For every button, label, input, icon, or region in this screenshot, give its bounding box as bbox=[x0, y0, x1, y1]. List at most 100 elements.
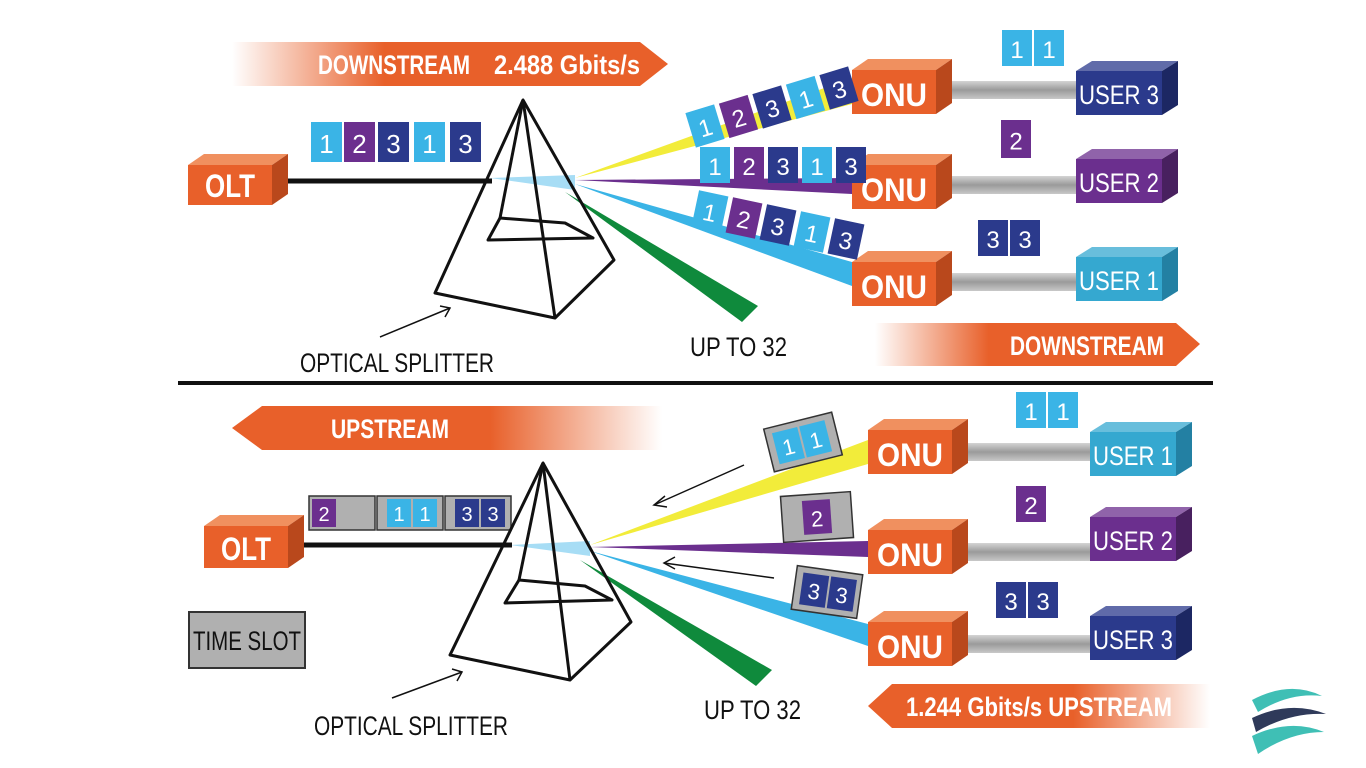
onu-label: ONU bbox=[861, 77, 927, 113]
packet-label: 3 bbox=[1036, 589, 1049, 616]
onu-label: ONU bbox=[877, 437, 943, 473]
packet-label: 2 bbox=[1009, 129, 1022, 156]
packet-label: 3 bbox=[776, 154, 789, 181]
packet: 1 bbox=[413, 499, 437, 527]
packet-label: 2 bbox=[1024, 493, 1037, 520]
packet-label: 3 bbox=[768, 213, 787, 242]
time-slot: 2 bbox=[308, 495, 376, 531]
packet-label: 1 bbox=[319, 129, 333, 159]
packet-label: 3 bbox=[1004, 589, 1017, 616]
packet: 1 bbox=[685, 104, 725, 148]
user-label: USER 2 bbox=[1079, 168, 1159, 198]
olt-top: OLT bbox=[188, 154, 288, 205]
packet: 3 bbox=[1028, 582, 1058, 618]
packet: 1 bbox=[311, 122, 342, 162]
onu-box: ONU bbox=[852, 251, 952, 306]
user-label: USER 1 bbox=[1093, 441, 1173, 471]
user-label: USER 1 bbox=[1079, 266, 1159, 296]
packet: 3 bbox=[836, 147, 866, 183]
user-box: USER 1 bbox=[1076, 247, 1178, 301]
splitter-label: OPTICAL SPLITTER bbox=[300, 348, 494, 378]
upstream-rate-label: 1.244 Gbits/s UPSTREAM bbox=[906, 692, 1172, 722]
user-box: USER 3 bbox=[1090, 606, 1192, 660]
packet-label: 2 bbox=[742, 154, 755, 181]
olt-bottom: OLT bbox=[204, 515, 304, 568]
packet: 1 bbox=[414, 122, 445, 162]
packet: 3 bbox=[768, 147, 798, 183]
packet-label: 1 bbox=[700, 199, 719, 228]
packet: 2 bbox=[801, 499, 833, 535]
optical-splitter-top bbox=[433, 98, 616, 320]
onu-box: ONU bbox=[852, 59, 952, 114]
time-slot-legend: TIME SLOT bbox=[188, 611, 306, 669]
upstream-arrows bbox=[652, 464, 775, 579]
packet: 3 bbox=[455, 499, 479, 527]
packet-label: 1 bbox=[1024, 399, 1037, 426]
packet: 1 bbox=[1034, 30, 1064, 66]
splitter-label: OPTICAL SPLITTER bbox=[314, 711, 508, 741]
packet: 3 bbox=[752, 85, 792, 129]
onu-label: ONU bbox=[877, 629, 943, 665]
onu-box: ONU bbox=[868, 519, 968, 574]
packet: 3 bbox=[827, 218, 865, 260]
packet: 2 bbox=[718, 94, 759, 139]
packet: 1 bbox=[691, 190, 729, 232]
downstream-banner-bottom: DOWNSTREAM bbox=[875, 323, 1200, 366]
packet-label: 2 bbox=[734, 206, 753, 235]
packet: 3 bbox=[1010, 220, 1040, 256]
onu-user-cable bbox=[950, 81, 1080, 99]
user-box: USER 2 bbox=[1090, 507, 1192, 561]
packet: 2 bbox=[344, 122, 375, 162]
time-slot-label: TIME SLOT bbox=[193, 626, 301, 656]
packet: 1 bbox=[802, 147, 832, 183]
bottom-beams bbox=[510, 440, 868, 686]
downstream-rate: 2.488 Gbits/s bbox=[494, 50, 640, 80]
packet-label: 1 bbox=[810, 154, 823, 181]
packet: 1 bbox=[1048, 392, 1078, 428]
packet-label: 1 bbox=[1042, 37, 1055, 64]
packet: 3 bbox=[481, 499, 505, 527]
packet: 3 bbox=[450, 122, 481, 162]
up-to-label: UP TO 32 bbox=[690, 332, 787, 362]
packet-label: 3 bbox=[834, 582, 850, 608]
onu-box: ONU bbox=[868, 611, 968, 666]
packet-label: 1 bbox=[708, 154, 721, 181]
packet-label: 3 bbox=[487, 504, 498, 526]
onu-box: ONU bbox=[868, 419, 968, 474]
packet: 3 bbox=[826, 576, 857, 612]
packet-label: 3 bbox=[458, 129, 472, 159]
user-label: USER 2 bbox=[1093, 526, 1173, 556]
beam-green bbox=[565, 192, 758, 322]
packet-label: 1 bbox=[1056, 399, 1069, 426]
packet: 3 bbox=[759, 204, 797, 246]
packet: 1 bbox=[799, 420, 833, 458]
packet: 1 bbox=[700, 147, 730, 183]
packet-label: 1 bbox=[422, 129, 436, 159]
user-box: USER 1 bbox=[1090, 422, 1192, 476]
packet: 3 bbox=[819, 66, 859, 110]
packet: 1 bbox=[1002, 30, 1032, 66]
packet-label: 1 bbox=[780, 433, 798, 460]
packet-label: 3 bbox=[1018, 227, 1031, 254]
packet: 3 bbox=[978, 220, 1008, 256]
olt-label: OLT bbox=[221, 531, 271, 567]
packet-label: 2 bbox=[810, 506, 824, 532]
downstream-bottom-label: DOWNSTREAM bbox=[1010, 331, 1164, 361]
packet: 1 bbox=[785, 75, 826, 120]
downstream-banner-label: DOWNSTREAM bbox=[318, 50, 470, 80]
onu-user-cable bbox=[964, 635, 1096, 653]
packet-label: 1 bbox=[802, 220, 821, 249]
splitter-arrow bbox=[391, 671, 463, 699]
packet-label: 1 bbox=[807, 427, 825, 454]
